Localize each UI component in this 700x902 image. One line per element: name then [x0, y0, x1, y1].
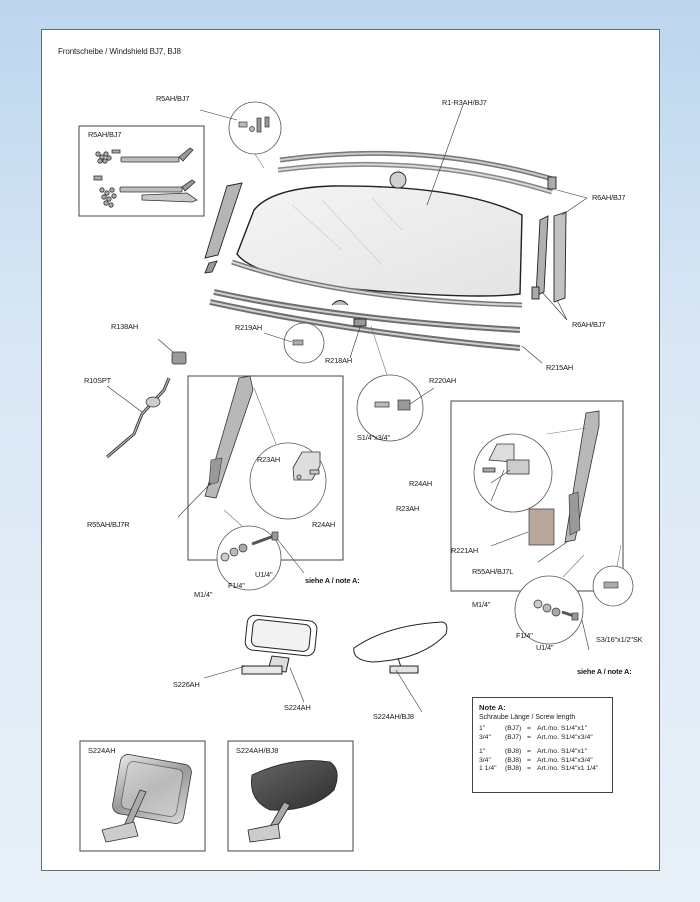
label-r5ah-bj7-top: R5AH/BJ7 [156, 94, 190, 103]
note-row: 3/4"(BJ8)=Art./no.S1/4"x3/4" [479, 756, 593, 764]
label-m1-4-left: M1/4" [194, 590, 213, 599]
note-row: 1"(BJ7)=Art./no.S1/4"x1" [479, 725, 587, 732]
parts-illustration [78, 101, 634, 852]
label-r215ah: R215AH [546, 363, 574, 372]
label-s226ah: S226AH [173, 680, 200, 689]
label-u1-4-left: U1/4" [255, 570, 273, 579]
label-r23ah-left: R23AH [257, 455, 281, 464]
windshield-assembly [204, 150, 567, 351]
label-r1-r3ah-bj7: R1-R3AH/BJ7 [442, 98, 487, 107]
s224ah-mirror [241, 614, 318, 675]
note-a-box: Note A: Schraube Länge / Screw length 1"… [472, 697, 613, 793]
detail-circle-r220ah [356, 374, 424, 442]
label-s224ah-bj8: S224AH/BJ8 [373, 712, 414, 721]
detail-circle-r219ah [283, 322, 325, 364]
label-r219ah: R219AH [235, 323, 263, 332]
r10spt-part [106, 377, 171, 459]
note-row: 3/4"(BJ7)=Art./no.S1/4"x3/4" [479, 733, 593, 741]
diagram-sheet: Frontscheibe / Windshield BJ7, BJ8 [41, 29, 660, 871]
label-f1-4-left: F1/4" [228, 581, 245, 590]
label-r138ah: R138AH [111, 322, 139, 331]
label-s224ah: S224AH [284, 703, 311, 712]
detail-circle-r5ah [228, 101, 282, 155]
s224ah-bj8-mirror [353, 621, 448, 674]
label-r55ah-bj7r: R55AH/BJ7R [87, 520, 130, 529]
label-r5ah-bj7-box: R5AH/BJ7 [88, 130, 122, 139]
inset-label-s224ah: S224AH [88, 746, 116, 755]
label-r24ah-right: R24AH [409, 479, 433, 488]
inset-box-s224ah-bj8 [227, 740, 354, 852]
detail-circle-washers-left [216, 525, 282, 591]
label-r6ah-bj7-right: R6AH/BJ7 [592, 193, 626, 202]
label-r221ah: R221AH [451, 546, 479, 555]
r138ah-part [171, 351, 187, 365]
note-a-subtitle: Schraube Länge / Screw length [479, 714, 576, 721]
note-a-title: Note A: [479, 703, 506, 712]
inset-s224ah-mirror [101, 754, 192, 843]
label-r24ah-left: R24AH [312, 520, 336, 529]
label-siehe-a-left: siehe A / note A: [305, 576, 360, 585]
note-row: 1"(BJ8)=Art./no.S1/4"x1" [479, 748, 587, 756]
label-u1-4-right: U1/4" [536, 643, 554, 652]
inset-box-s224ah [79, 740, 206, 852]
label-r6ah-bj7-lower: R6AH/BJ7 [572, 320, 606, 329]
note-row: 1 1/4"(BJ8)=Art./no.S1/4"x1 1/4" [479, 765, 599, 773]
label-m1-4-right: M1/4" [472, 600, 491, 609]
inset-s224ah-bj8-mirror [247, 760, 338, 843]
page-title: Frontscheibe / Windshield BJ7, BJ8 [58, 47, 181, 56]
label-s3-16: S3/16"x1/2"SK [596, 635, 643, 644]
label-r218ah: R218AH [325, 356, 353, 365]
label-s1-4x3-4: S1/4"x3/4" [357, 433, 390, 442]
inset-label-s224ah-bj8: S224AH/BJ8 [236, 746, 279, 755]
label-r10spt: R10SPT [84, 376, 112, 385]
label-r23ah-right: R23AH [396, 504, 420, 513]
label-siehe-a-right: siehe A / note A: [577, 667, 632, 676]
r221ah-part [528, 508, 555, 546]
r5ah-kit-parts [93, 147, 198, 208]
label-f1-4-right: F1/4" [516, 631, 533, 640]
label-r55ah-bj7l: R55AH/BJ7L [472, 567, 514, 576]
label-r220ah: R220AH [429, 376, 457, 385]
r5ah-kit-box [78, 125, 205, 217]
